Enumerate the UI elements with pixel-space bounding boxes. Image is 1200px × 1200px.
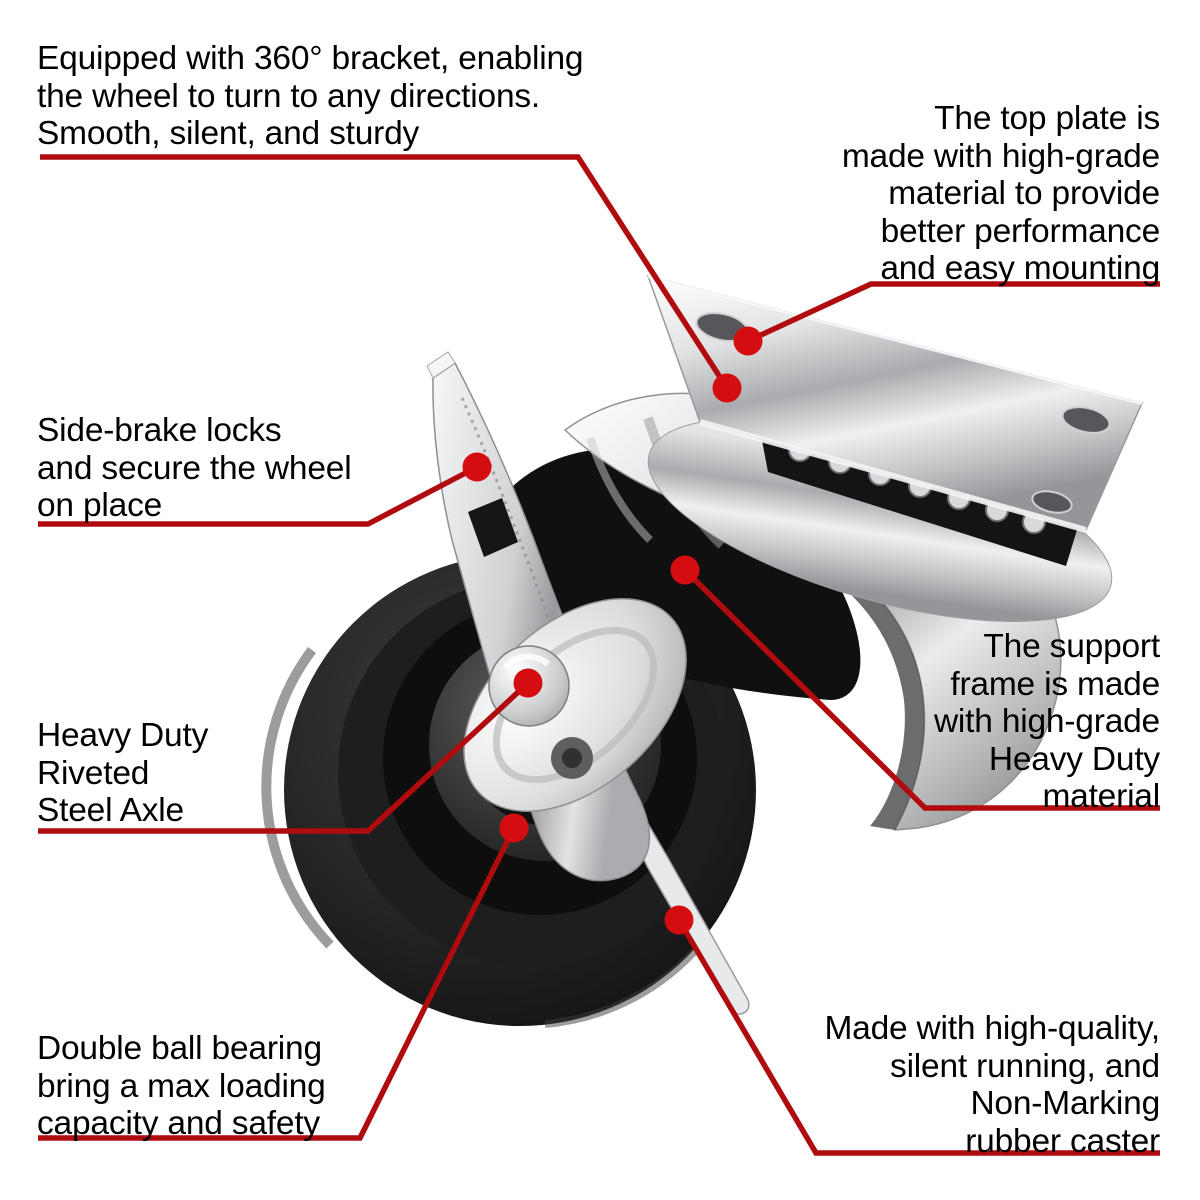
callout-text-line: Side-brake locks bbox=[37, 412, 282, 449]
callout-text-line: the wheel to turn to any directions. bbox=[37, 77, 541, 115]
callout-text-line: Steel Axle bbox=[37, 792, 184, 829]
mounting-hole bbox=[1061, 406, 1111, 434]
callout-text-rubber: Made with high-quality, silent running, … bbox=[824, 1010, 1160, 1160]
callout-text-line: material to provide bbox=[888, 175, 1160, 212]
callout-dots bbox=[462, 326, 763, 935]
callout-text-line: and secure the wheel bbox=[37, 449, 352, 487]
callout-text-axle: Heavy Duty Riveted Steel Axle bbox=[37, 717, 208, 830]
callout-dot-axle bbox=[513, 668, 543, 698]
callout-text-line: capacity and safety bbox=[37, 1105, 320, 1142]
callout-text-line: better performance bbox=[880, 212, 1161, 250]
callout-text-line: bring a max loading bbox=[37, 1067, 326, 1105]
callout-text-support-frame: The support frame is made with high-grad… bbox=[934, 628, 1160, 816]
callout-text-line: Riveted bbox=[37, 754, 150, 792]
callout-text-ball-bearing: Double ball bearing bring a max loading … bbox=[37, 1030, 326, 1143]
callout-text-line: rubber caster bbox=[965, 1122, 1160, 1160]
callout-text-top-plate: The top plate is made with high-grade ma… bbox=[842, 100, 1160, 288]
callout-text-line: on place bbox=[37, 487, 163, 524]
callout-text-line: Equipped with 360° bracket, enabling bbox=[37, 40, 584, 77]
callout-line-rubber bbox=[676, 918, 1160, 1156]
callout-dot-bracket bbox=[712, 373, 742, 403]
callout-line-bracket bbox=[40, 154, 730, 390]
callout-dot-ball-bearing bbox=[499, 813, 529, 843]
callout-line-axle bbox=[38, 680, 530, 834]
callout-line-side-brake bbox=[38, 464, 479, 527]
callout-dot-support-frame bbox=[670, 555, 700, 585]
callout-text-line: and easy mounting bbox=[880, 250, 1160, 287]
callout-text-line: silent running, and bbox=[890, 1047, 1160, 1085]
callout-line-top-plate bbox=[746, 281, 1160, 344]
callout-text-line: The support bbox=[983, 628, 1160, 665]
callout-line-ball-bearing bbox=[38, 826, 517, 1141]
callout-text-line: made with high-grade bbox=[841, 137, 1160, 175]
axle-rivet bbox=[463, 598, 687, 812]
callout-overlay bbox=[38, 154, 1160, 1156]
callout-dot-top-plate bbox=[733, 326, 763, 356]
mounting-hole bbox=[1031, 490, 1073, 514]
callout-text-line: The top plate is bbox=[934, 100, 1160, 137]
callout-text-line: Smooth, silent, and sturdy bbox=[37, 115, 420, 152]
callout-dot-rubber bbox=[664, 905, 694, 935]
callout-text-bracket: Equipped with 360° bracket, enabling the… bbox=[37, 40, 584, 153]
callout-text-line: material bbox=[1042, 778, 1160, 815]
callout-text-line: Made with high-quality, bbox=[824, 1010, 1160, 1047]
callout-text-line: Heavy Duty bbox=[988, 740, 1160, 778]
callout-text-line: frame is made bbox=[950, 665, 1160, 703]
callout-text-line: with high-grade bbox=[933, 703, 1160, 740]
callout-dot-side-brake bbox=[462, 452, 492, 482]
callout-text-line: Non-Marking bbox=[970, 1085, 1160, 1122]
callout-text-side-brake: Side-brake locks and secure the wheel on… bbox=[37, 412, 352, 525]
callout-text-line: Heavy Duty bbox=[37, 717, 209, 754]
callout-text-line: Double ball bearing bbox=[37, 1030, 322, 1067]
callout-line-support-frame bbox=[683, 568, 1160, 811]
top-plate bbox=[646, 274, 1144, 533]
